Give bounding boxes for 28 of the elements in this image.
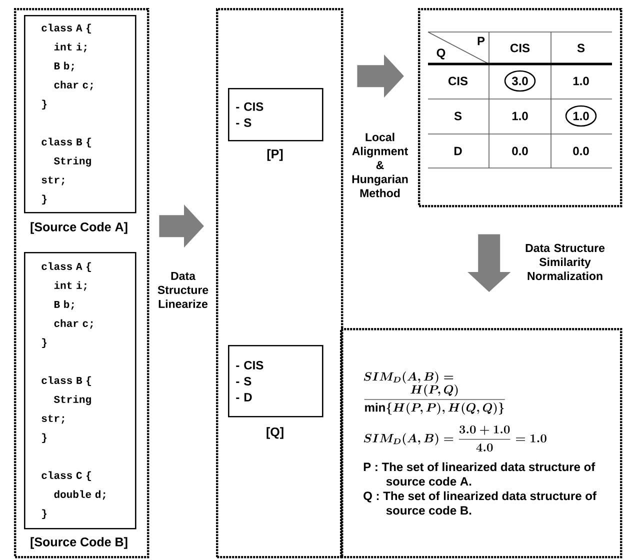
edge-label: Local Alignment & Hungarian Method <box>352 132 408 198</box>
table-cell: 1.0 <box>573 76 589 86</box>
table-cell: Q <box>436 48 446 60</box>
table-cell: D <box>454 146 462 156</box>
dotted-frame <box>418 8 622 208</box>
edge-label: Data Structure Similarity Normalization <box>526 244 605 280</box>
table-cell: CIS <box>448 76 468 86</box>
formula-panel: $SIM_D(A,B) = \frac{H(P,Q)}{\min\{H(P,P),H(Q,Q)\}}$ $SIM_D(A,B) = \frac{3.0+1.0}{4.0} = 1.0$ P : The set of linearized data structure of source code A. Q : The set of linearized data structure of source code B. <box>340 328 622 558</box>
code-box: class A { int i; B b; char c; } class B { String str; } <box>24 15 136 214</box>
edge-label: Data Structure Linearize <box>158 272 208 308</box>
table-cell: S <box>577 44 585 52</box>
table-cell: 0.0 <box>512 146 528 156</box>
code-box: class A { int i; B b; char c; } class B { String str; } class C { double d; } <box>24 252 136 530</box>
table-cell: 0.0 <box>573 146 589 156</box>
node-label: [Q] <box>266 427 284 439</box>
table-cell: CIS <box>510 44 530 52</box>
node-label: [Source Code B] <box>30 537 128 549</box>
table-cell: 3.0 <box>512 76 528 86</box>
list-box: - CIS - S - D <box>228 345 324 418</box>
table-cell: P <box>478 36 485 46</box>
dotted-frame <box>14 8 150 558</box>
dotted-frame <box>216 8 344 558</box>
node-label: [Source Code A] <box>30 222 128 234</box>
node-label: [P] <box>267 149 283 161</box>
table-cell: 1.0 <box>512 112 528 120</box>
table-cell: S <box>454 112 462 120</box>
list-box: - CIS - S <box>228 88 324 142</box>
table-cell: 1.0 <box>573 112 589 120</box>
